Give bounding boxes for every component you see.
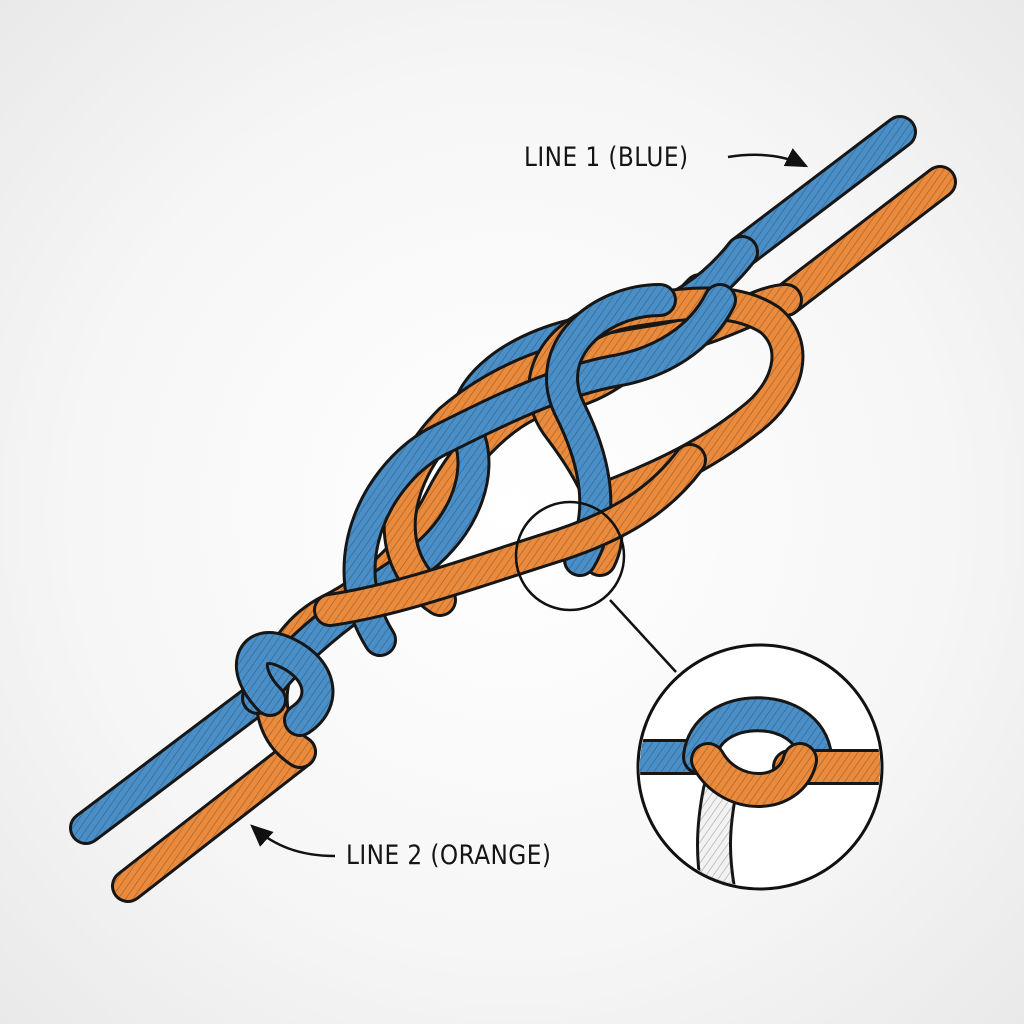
zoom-detail-inset xyxy=(636,643,884,891)
rope-strands xyxy=(69,115,957,903)
line2-upper-standing-part xyxy=(769,165,957,317)
line1-label: LINE 1 (BLUE) xyxy=(524,142,689,173)
line2-lower-standing-part xyxy=(111,735,317,903)
magnifier-lens-icon xyxy=(514,500,626,612)
line2-front-crossing xyxy=(313,443,707,627)
line1-lower-wrap xyxy=(235,631,335,737)
zoom-line1-coil xyxy=(682,696,833,775)
zoom-tag-end xyxy=(696,772,738,887)
line2-label: LINE 2 (ORANGE) xyxy=(346,840,552,871)
line1-lower-standing-part xyxy=(69,681,275,845)
line1-loop xyxy=(342,283,737,657)
curved-arrow-icon xyxy=(727,148,809,168)
magnifier-leader-line xyxy=(609,599,677,673)
line1-upper-standing-part xyxy=(725,115,917,269)
zoom-line2-coil xyxy=(690,742,818,808)
curved-arrow-icon xyxy=(250,824,336,858)
